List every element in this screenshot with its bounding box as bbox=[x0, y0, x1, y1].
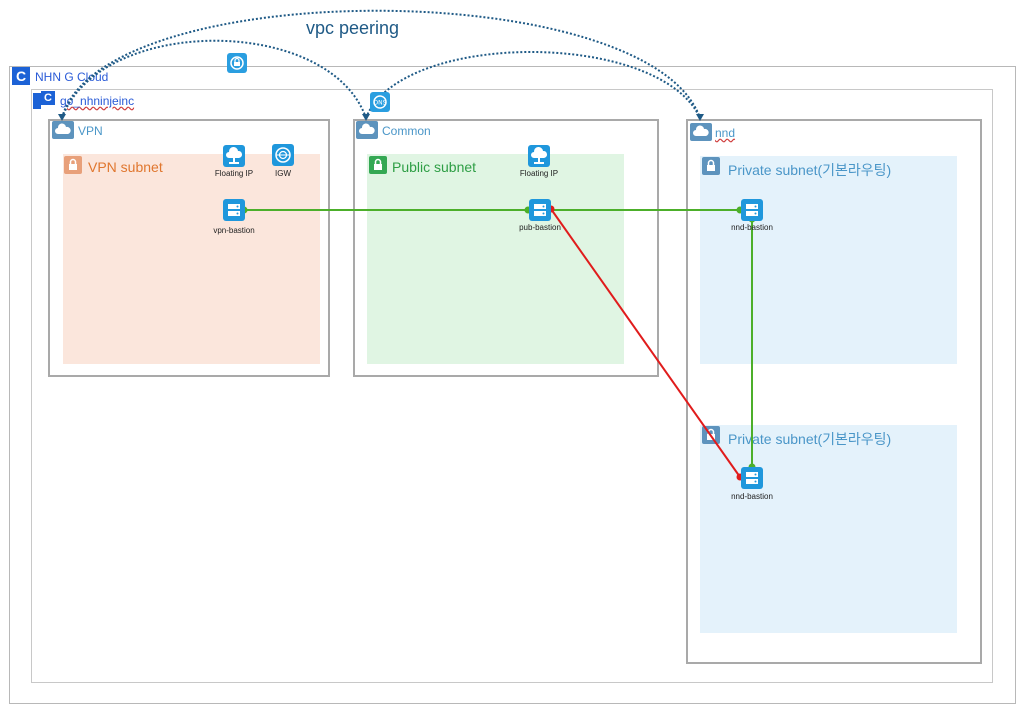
svg-text:DNS: DNS bbox=[374, 100, 387, 107]
dns-icon: DNS bbox=[370, 92, 390, 112]
vpc-cloud-icon bbox=[690, 123, 712, 141]
public-subnet bbox=[367, 154, 624, 364]
vpc-cloud-icon bbox=[52, 121, 74, 139]
vpn-bastion-label: vpn-bastion bbox=[213, 226, 255, 235]
floating-ip-icon bbox=[528, 145, 550, 167]
peering-arc-common-nnd bbox=[365, 51, 701, 119]
vpc-cloud-icon bbox=[356, 121, 378, 139]
vpn-subnet-label: VPN subnet bbox=[88, 159, 163, 175]
lock-icon bbox=[369, 156, 387, 174]
lock-icon bbox=[702, 157, 720, 175]
lock-icon bbox=[64, 156, 82, 174]
private-subnet-1-label: Private subnet(기본라우팅) bbox=[728, 162, 892, 178]
nhn-cloud-logo-icon: C bbox=[12, 67, 30, 85]
private-subnet-2-label: Private subnet(기본라우팅) bbox=[728, 431, 892, 447]
peering-arc-vpn-common bbox=[61, 39, 367, 119]
server-icon bbox=[223, 199, 245, 221]
vpc-nnd bbox=[686, 119, 982, 664]
igw-label: IGW bbox=[275, 169, 291, 178]
public-subnet-label: Public subnet bbox=[392, 159, 477, 175]
pub-bastion-label: pub-bastion bbox=[519, 223, 561, 232]
server-icon bbox=[741, 199, 763, 221]
nnd-bastion-1-label: nnd-bastion bbox=[731, 223, 773, 232]
private-subnet-2 bbox=[700, 425, 957, 633]
building-icon bbox=[33, 93, 41, 109]
vpc-peering-label: vpc peering bbox=[306, 18, 400, 38]
nnd-bastion-2-label: nnd-bastion bbox=[731, 492, 773, 501]
cloud-container bbox=[9, 66, 1016, 704]
route-pub-nnd2-red bbox=[550, 208, 741, 478]
pub-floating-ip-label: Floating IP bbox=[519, 169, 559, 178]
cloud-label: NHN G Cloud bbox=[35, 70, 109, 84]
vpc-vpn bbox=[48, 119, 330, 377]
floating-ip-icon bbox=[223, 145, 245, 167]
org-label: go_nhninjeinc bbox=[60, 94, 135, 108]
vpc-common-label: Common bbox=[382, 124, 431, 138]
server-icon bbox=[741, 467, 763, 489]
vpc-nnd-label: nnd bbox=[715, 126, 736, 140]
org-container bbox=[31, 89, 993, 683]
org-logo-icon: C bbox=[41, 91, 55, 105]
vpn-subnet bbox=[63, 154, 320, 364]
vpc-common bbox=[353, 119, 659, 377]
server-icon bbox=[529, 199, 551, 221]
igw-icon bbox=[272, 144, 294, 166]
private-subnet-1 bbox=[700, 156, 957, 364]
vpn-floating-ip-label: Floating IP bbox=[214, 169, 254, 178]
peering-arc-vpn-nnd bbox=[61, 9, 701, 119]
peering-gateway-icon bbox=[227, 53, 247, 73]
vpc-vpn-label: VPN bbox=[78, 124, 103, 138]
